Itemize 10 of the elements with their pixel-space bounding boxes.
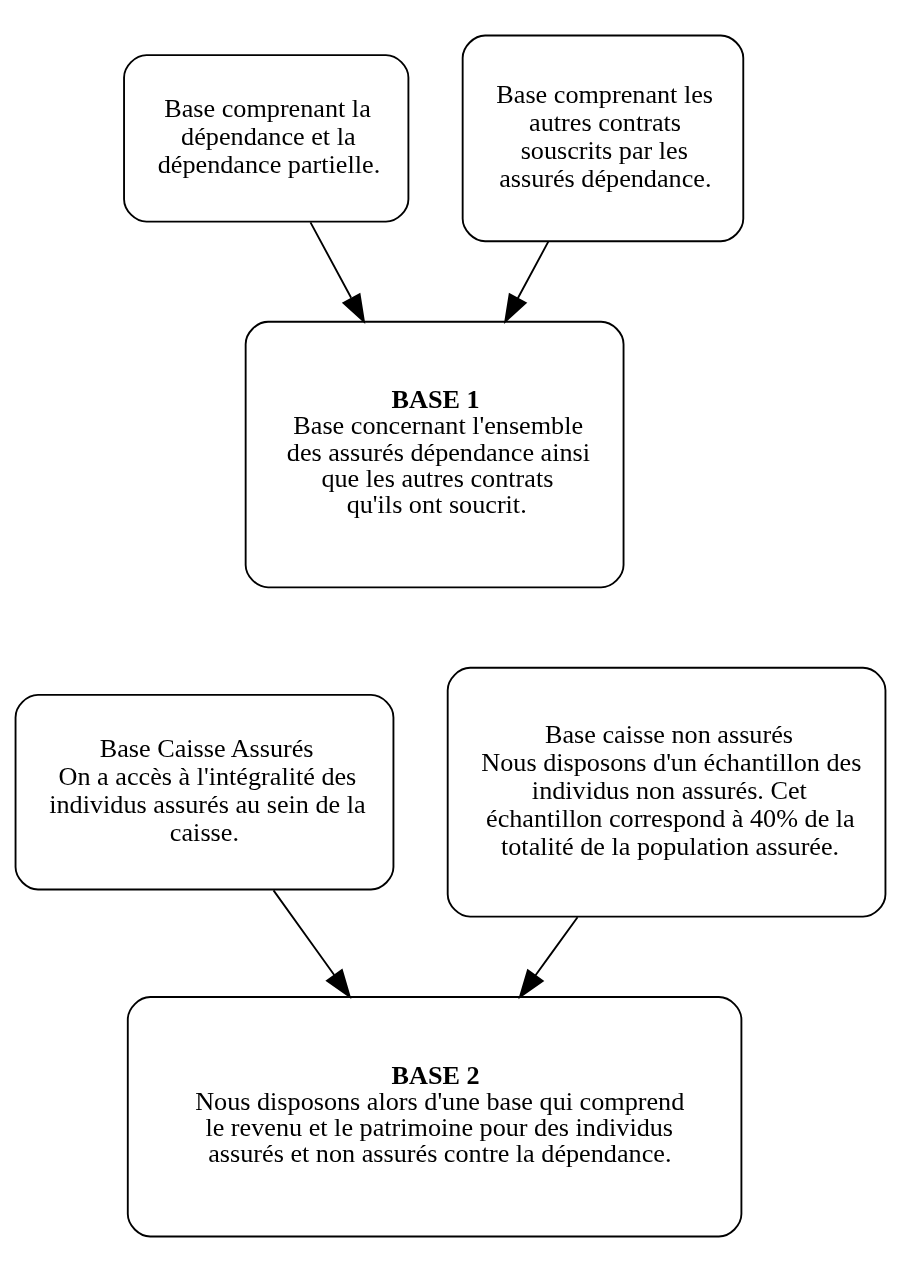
- node-box: BASE 1 Base concernant l'ensemble des assurés dépendance ainsi que les autres contrats qu'ils ont soucrit.: [244, 320, 625, 589]
- arrow: [503, 240, 550, 325]
- node-box: Base comprenant les autres contrats souscrits par les assurés dépendance.: [461, 34, 745, 243]
- node-box: Base caisse non assurés Nous disposons d'un échantillon des individus non assurés. Cet échantillon correspond à 40% de la totalité de la population assurée.: [446, 666, 887, 918]
- node-box: Base comprenant la dépendance et la dépendance partielle.: [123, 54, 410, 223]
- arrow: [309, 221, 366, 325]
- node-box: Base Caisse Assurés On a accès à l'intégralité des individus assurés au sein de la caisse.: [14, 694, 395, 891]
- node-box: BASE 2 Nous disposons alors d'une base qui comprend le revenu et le patrimoine pour des individus assurés et non assurés contre la dépendance.: [126, 996, 743, 1238]
- arrow: [272, 889, 352, 999]
- arrow: [518, 916, 579, 1000]
